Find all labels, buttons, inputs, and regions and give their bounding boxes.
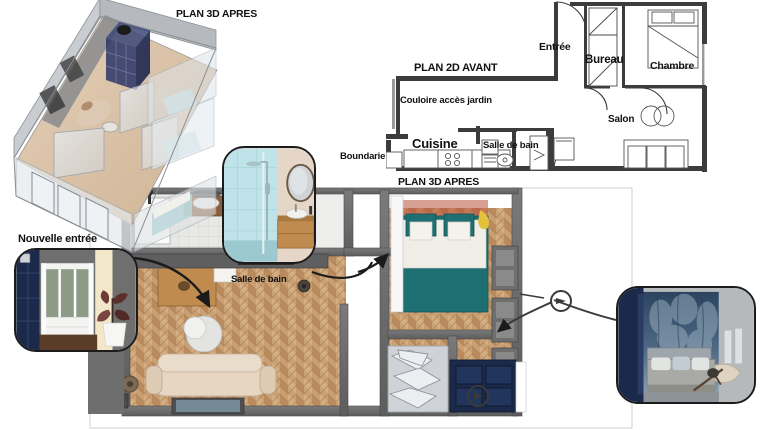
p2d-kitchen-fixtures xyxy=(403,139,511,169)
label-cuisine: Cuisine xyxy=(412,136,458,151)
plan-2d-avant-drawing xyxy=(386,0,764,182)
caption-salle-de-bain: Salle de bain xyxy=(231,274,287,285)
label-boundarie: Boundarie xyxy=(340,151,386,162)
caption-nouvelle-entree: Nouvelle entrée xyxy=(18,233,97,245)
p2d-bed xyxy=(647,9,699,69)
iso-facade-glass-doors xyxy=(15,157,133,253)
iso-wall-grey-left xyxy=(39,15,122,128)
iso-right-rooms xyxy=(147,47,217,171)
plan-2d-avant-title: PLAN 2D AVANT xyxy=(414,62,498,74)
chair xyxy=(693,363,741,392)
iso-3d-apartment-view xyxy=(2,0,234,262)
iso-sofa xyxy=(76,99,112,127)
p2d-sofa xyxy=(623,139,689,169)
plan-3d-apres-top-title: PLAN 3D APRES xyxy=(176,8,258,20)
label-salon: Salon xyxy=(608,114,635,125)
iso-bedroom-teal xyxy=(133,175,217,253)
label-salle-de-bain-2d: Salle de bain xyxy=(483,140,539,151)
label-chambre: Chambre xyxy=(650,60,695,72)
m3d-ceiling-lights xyxy=(297,279,311,293)
p2d-boundarie-stub xyxy=(386,151,403,169)
p2d-bureau-partition xyxy=(588,7,618,87)
bed xyxy=(646,347,716,393)
iso-round-table xyxy=(101,121,119,133)
label-couloire-acces-jardin: Couloire accès jardin xyxy=(400,95,492,106)
inset-photo-chambre-bleue xyxy=(616,286,756,404)
m3d-unmade-bed xyxy=(387,345,449,413)
m3d-navy-dresser xyxy=(449,359,527,413)
p2d-salon-table xyxy=(640,105,675,127)
p2d-bath-fixtures xyxy=(496,135,575,171)
label-bureau: Bureau xyxy=(585,54,624,66)
inset-photo-nouvelle-entree xyxy=(14,248,138,352)
potted-plant xyxy=(97,290,130,347)
inset-photo-salle-de-bain xyxy=(222,146,316,264)
m3d-bedroom-teal-bed xyxy=(390,195,489,313)
iso-navy-shelving xyxy=(105,21,150,90)
plan-3d-apres-bottom-title: PLAN 3D APRES xyxy=(398,176,480,188)
shower-fixture xyxy=(260,161,268,241)
label-entree: Entrée xyxy=(539,41,571,53)
p2d-walls xyxy=(386,2,707,172)
